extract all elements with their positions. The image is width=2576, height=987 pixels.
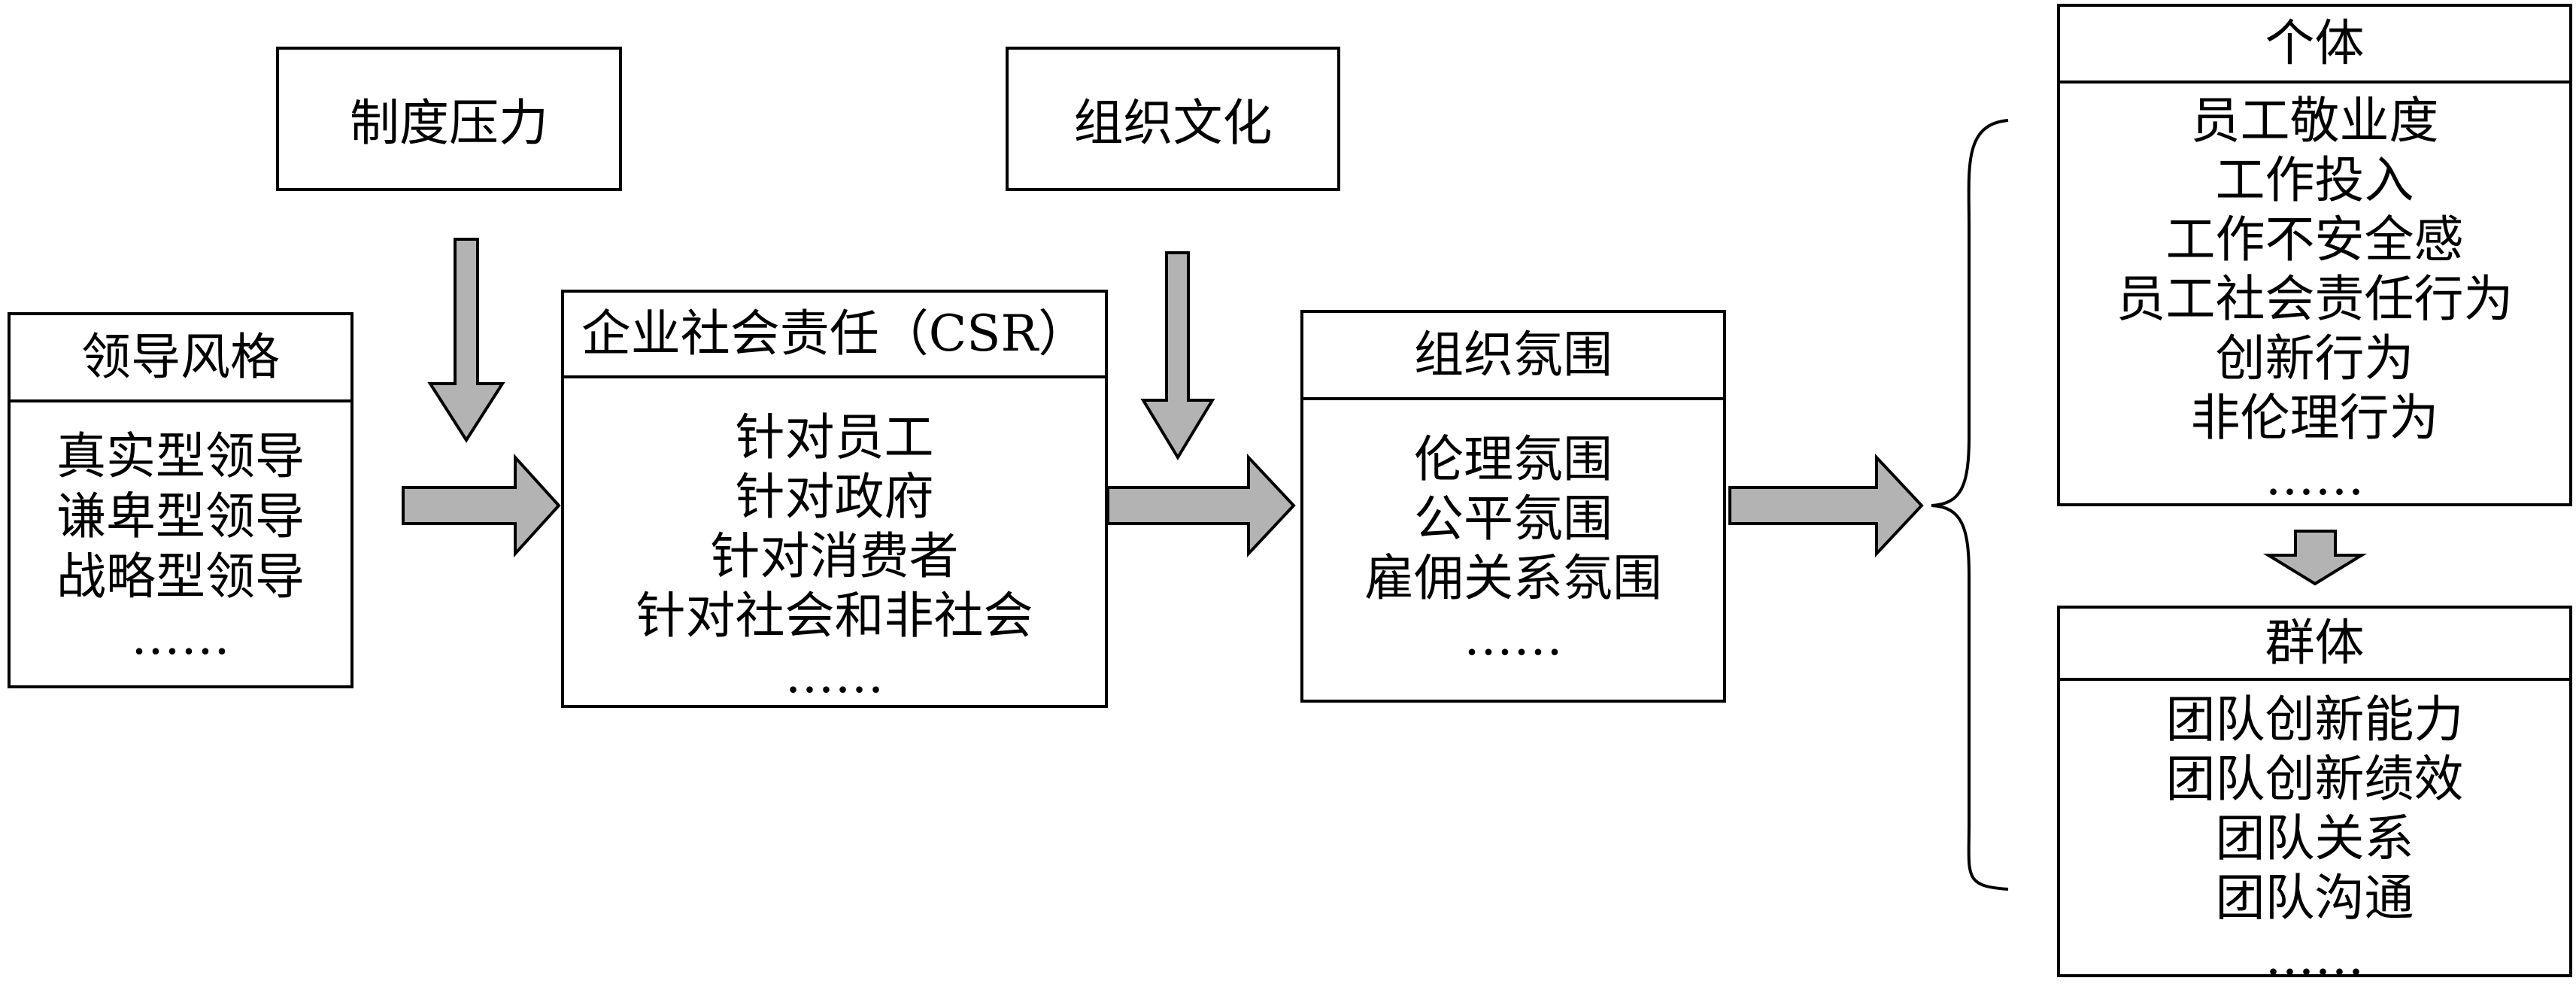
individual-list: 员工敬业度 工作投入 工作不安全感 员工社会责任行为 创新行为 非伦理行为 …… — [2060, 91, 2569, 507]
list-item: 伦理氛围 — [1414, 430, 1613, 488]
list-item: …… — [2265, 448, 2365, 506]
outcome-brace — [1931, 119, 2009, 891]
group-title: 群体 — [2060, 609, 2569, 681]
list-item: 针对消费者 — [710, 527, 959, 585]
list-item: 员工社会责任行为 — [2116, 270, 2514, 328]
arrow-climate-to-outcomes — [1728, 453, 1924, 558]
arrow-leadership-to-csr — [402, 453, 561, 558]
list-item: 创新行为 — [2215, 330, 2414, 387]
csr-list: 针对员工 针对政府 针对消费者 针对社会和非社会 …… — [564, 408, 1105, 705]
organizational-climate-box: 组织氛围 伦理氛围 公平氛围 雇佣关系氛围 …… — [1300, 310, 1726, 703]
organizational-climate-list: 伦理氛围 公平氛围 雇佣关系氛围 …… — [1303, 430, 1723, 667]
list-item: …… — [1464, 609, 1563, 667]
institutional-pressure-label: 制度压力 — [350, 94, 548, 152]
list-item: 针对员工 — [735, 408, 934, 466]
group-list: 团队创新能力 团队创新绩效 团队关系 团队沟通 …… — [2060, 690, 2569, 987]
list-item: 雇佣关系氛围 — [1364, 549, 1662, 607]
individual-box: 个体 员工敬业度 工作投入 工作不安全感 员工社会责任行为 创新行为 非伦理行为… — [2057, 4, 2572, 506]
organizational-culture-box: 组织文化 — [1006, 47, 1340, 191]
organizational-culture-label: 组织文化 — [1073, 94, 1273, 152]
arrow-organizational-culture-down — [1140, 251, 1215, 460]
arrow-institutional-pressure-down — [427, 238, 505, 443]
list-item: 非伦理行为 — [2190, 389, 2439, 447]
leadership-style-box: 领导风格 真实型领导 谦卑型领导 战略型领导 …… — [8, 312, 353, 688]
list-item: 真实型领导 — [56, 427, 305, 485]
list-item: 谦卑型领导 — [56, 487, 305, 545]
arrow-csr-to-climate — [1106, 453, 1296, 558]
list-item: …… — [2265, 928, 2365, 986]
list-item: …… — [784, 646, 884, 704]
list-item: 公平氛围 — [1414, 490, 1613, 548]
arrow-individual-to-group — [2262, 530, 2368, 586]
group-box: 群体 团队创新能力 团队创新绩效 团队关系 团队沟通 …… — [2057, 606, 2572, 986]
institutional-pressure-box: 制度压力 — [276, 47, 622, 191]
organizational-climate-title: 组织氛围 — [1303, 313, 1723, 400]
list-item: 针对社会和非社会 — [636, 587, 1033, 645]
list-item: 员工敬业度 — [2190, 92, 2439, 150]
list-item: …… — [131, 608, 230, 666]
list-item: 工作投入 — [2215, 151, 2414, 209]
list-item: 工作不安全感 — [2165, 211, 2464, 269]
leadership-style-title: 领导风格 — [11, 315, 350, 402]
leadership-style-list: 真实型领导 谦卑型领导 战略型领导 …… — [11, 427, 350, 667]
list-item: 团队创新能力 — [2165, 691, 2464, 749]
list-item: 团队创新绩效 — [2165, 750, 2464, 808]
list-item: 针对政府 — [735, 468, 934, 526]
list-item: 战略型领导 — [56, 548, 305, 606]
list-item: 团队沟通 — [2215, 869, 2414, 927]
csr-title: 企业社会责任（CSR） — [564, 293, 1105, 378]
list-item: 团队关系 — [2215, 809, 2414, 867]
individual-title: 个体 — [2060, 7, 2569, 84]
